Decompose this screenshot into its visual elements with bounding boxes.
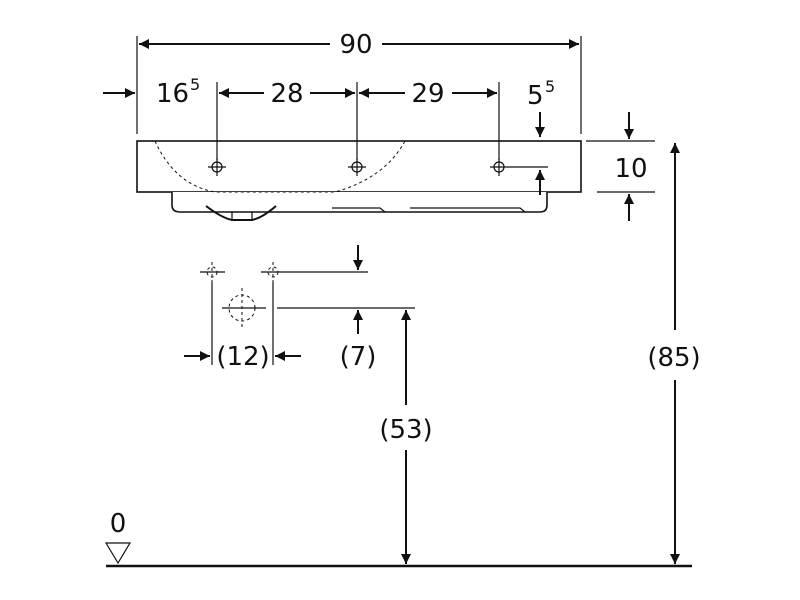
drain-spacing-label: (12) — [216, 342, 269, 372]
dimension-hole-row: 16 5 28 29 5 5 — [103, 75, 555, 195]
overall-height-label: (85) — [647, 343, 700, 373]
tap-hole-3 — [490, 158, 508, 176]
hole-spacing-1-label: 28 — [270, 79, 303, 109]
basin-height-label: 10 — [614, 154, 647, 184]
right-offset-label: 5 — [527, 81, 544, 111]
dimension-drain-height: (53) — [379, 310, 433, 564]
floor-level-label: 0 — [110, 509, 127, 539]
dimension-overall-height: (85) — [647, 143, 701, 564]
tap-hole-1 — [208, 158, 226, 176]
floor-datum: 0 — [104, 509, 692, 568]
dimension-basin-height: 10 — [586, 112, 655, 221]
drain-vertical-label: (7) — [340, 342, 377, 372]
drain-detail: (12) (7) — [184, 245, 415, 372]
left-offset-sup: 5 — [190, 75, 200, 94]
total-width-label: 90 — [339, 30, 372, 60]
drain-height-label: (53) — [379, 415, 432, 445]
dimension-total-width: 90 — [136, 30, 582, 134]
tap-hole-2 — [348, 158, 366, 176]
right-offset-sup: 5 — [545, 77, 555, 96]
left-offset-label: 16 — [156, 79, 189, 109]
hole-spacing-2-label: 29 — [411, 79, 444, 109]
basin-outline — [136, 140, 582, 221]
